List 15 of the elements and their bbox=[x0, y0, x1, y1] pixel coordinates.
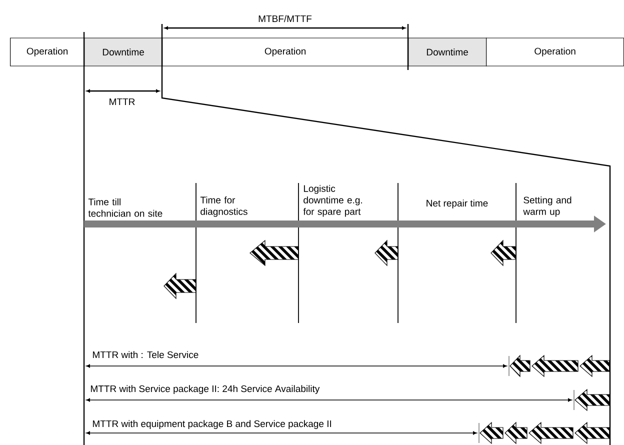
dimension-label: MTTR with Service package II: 24h Service Availability bbox=[90, 385, 320, 394]
operation-box: Operation bbox=[486, 38, 624, 66]
phase-label: Time for diagnostics bbox=[200, 196, 248, 217]
phase-label: Setting and warm up bbox=[523, 196, 572, 217]
dimension-label: MTBF/MTTF bbox=[258, 15, 312, 22]
dimension-label: MTTR with equipment package B and Service package II bbox=[92, 420, 331, 429]
phase-label: Net repair time bbox=[426, 200, 488, 208]
phase-label: Logistic downtime e.g. for spare part bbox=[303, 184, 362, 217]
downtime-box: Downtime bbox=[408, 38, 487, 66]
operation-box: Operation bbox=[162, 38, 409, 66]
downtime-box: Downtime bbox=[84, 38, 163, 66]
dimension-label: MTTR with : Tele Service bbox=[92, 351, 198, 358]
dimension-label: MTTR bbox=[110, 98, 135, 105]
operation-box: Operation bbox=[10, 38, 85, 66]
phase-label: Time till technician on site bbox=[88, 198, 162, 217]
